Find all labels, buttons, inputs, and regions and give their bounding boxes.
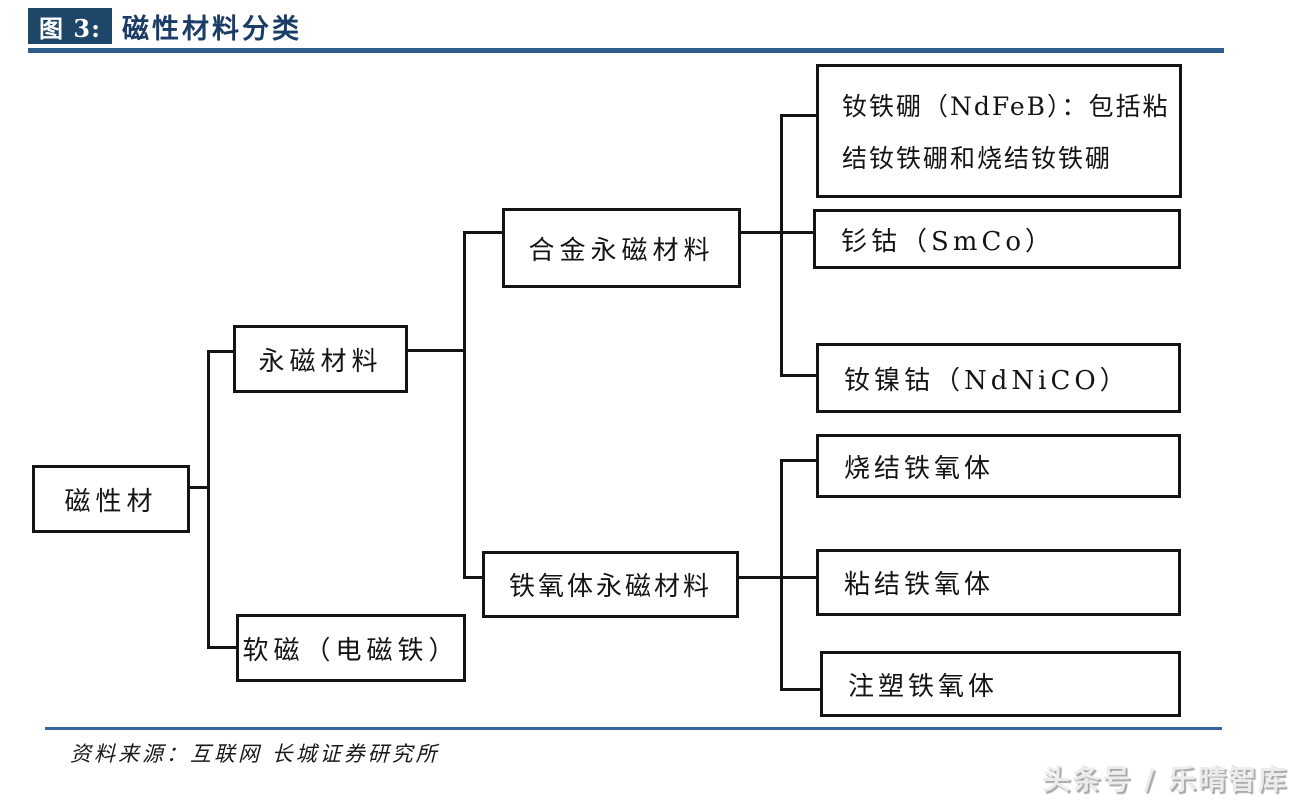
connector-trunk3-ndnico [780, 374, 816, 377]
footer-divider [45, 727, 1222, 730]
connector-trunk4-sintered [780, 459, 816, 462]
figure-title: 磁性材料分类 [122, 13, 302, 45]
node-smco: 钐钴（SmCo） [813, 209, 1181, 269]
connector-trunk1-soft [207, 646, 236, 649]
watermark: 头条号 / 乐晴智库 [1042, 763, 1288, 796]
connector-root-trunk1 [190, 486, 209, 489]
node-ndfeb: 钕铁硼（NdFeB）：包括粘 结钕铁硼和烧结钕铁硼 [816, 64, 1182, 198]
connector-trunk3-ndfeb [780, 114, 816, 117]
connector-trunk1 [207, 350, 210, 649]
node-ndnico: 钕镍钴（NdNiCO） [816, 343, 1181, 413]
node-sintered-ferrite: 烧结铁氧体 [816, 434, 1181, 498]
node-ndfeb-line1: 钕铁硼（NdFeB）：包括粘 [842, 92, 1170, 121]
connector-trunk1-permanent [207, 350, 233, 353]
node-ferrite-permanent-magnet: 铁氧体永磁材料 [482, 551, 739, 618]
node-ndfeb-line2: 结钕铁硼和烧结钕铁硼 [842, 144, 1113, 173]
node-alloy-permanent-magnet: 合金永磁材料 [502, 208, 741, 288]
node-permanent-magnet: 永磁材料 [233, 325, 408, 393]
title-divider [28, 48, 1224, 53]
connector-trunk4 [780, 459, 783, 691]
connector-trunk2-alloy [463, 231, 502, 234]
node-soft-magnet: 软磁（电磁铁） [236, 614, 466, 682]
source-note: 资料来源：互联网 长城证券研究所 [70, 742, 440, 766]
figure-number-badge: 图 3: [28, 8, 112, 44]
connector-trunk4-injection [780, 688, 820, 691]
node-injection-molded-ferrite: 注塑铁氧体 [820, 651, 1181, 717]
connector-ferrite-bonded [736, 576, 816, 579]
connector-alloy-smco [738, 231, 813, 234]
connector-trunk3 [780, 114, 783, 377]
connector-trunk2-ferrite [463, 576, 483, 579]
connector-permanent-trunk2 [405, 349, 465, 352]
node-root-magnetic-material: 磁性材 [32, 465, 190, 533]
connector-trunk2 [463, 231, 466, 579]
node-bonded-ferrite: 粘结铁氧体 [816, 549, 1181, 616]
